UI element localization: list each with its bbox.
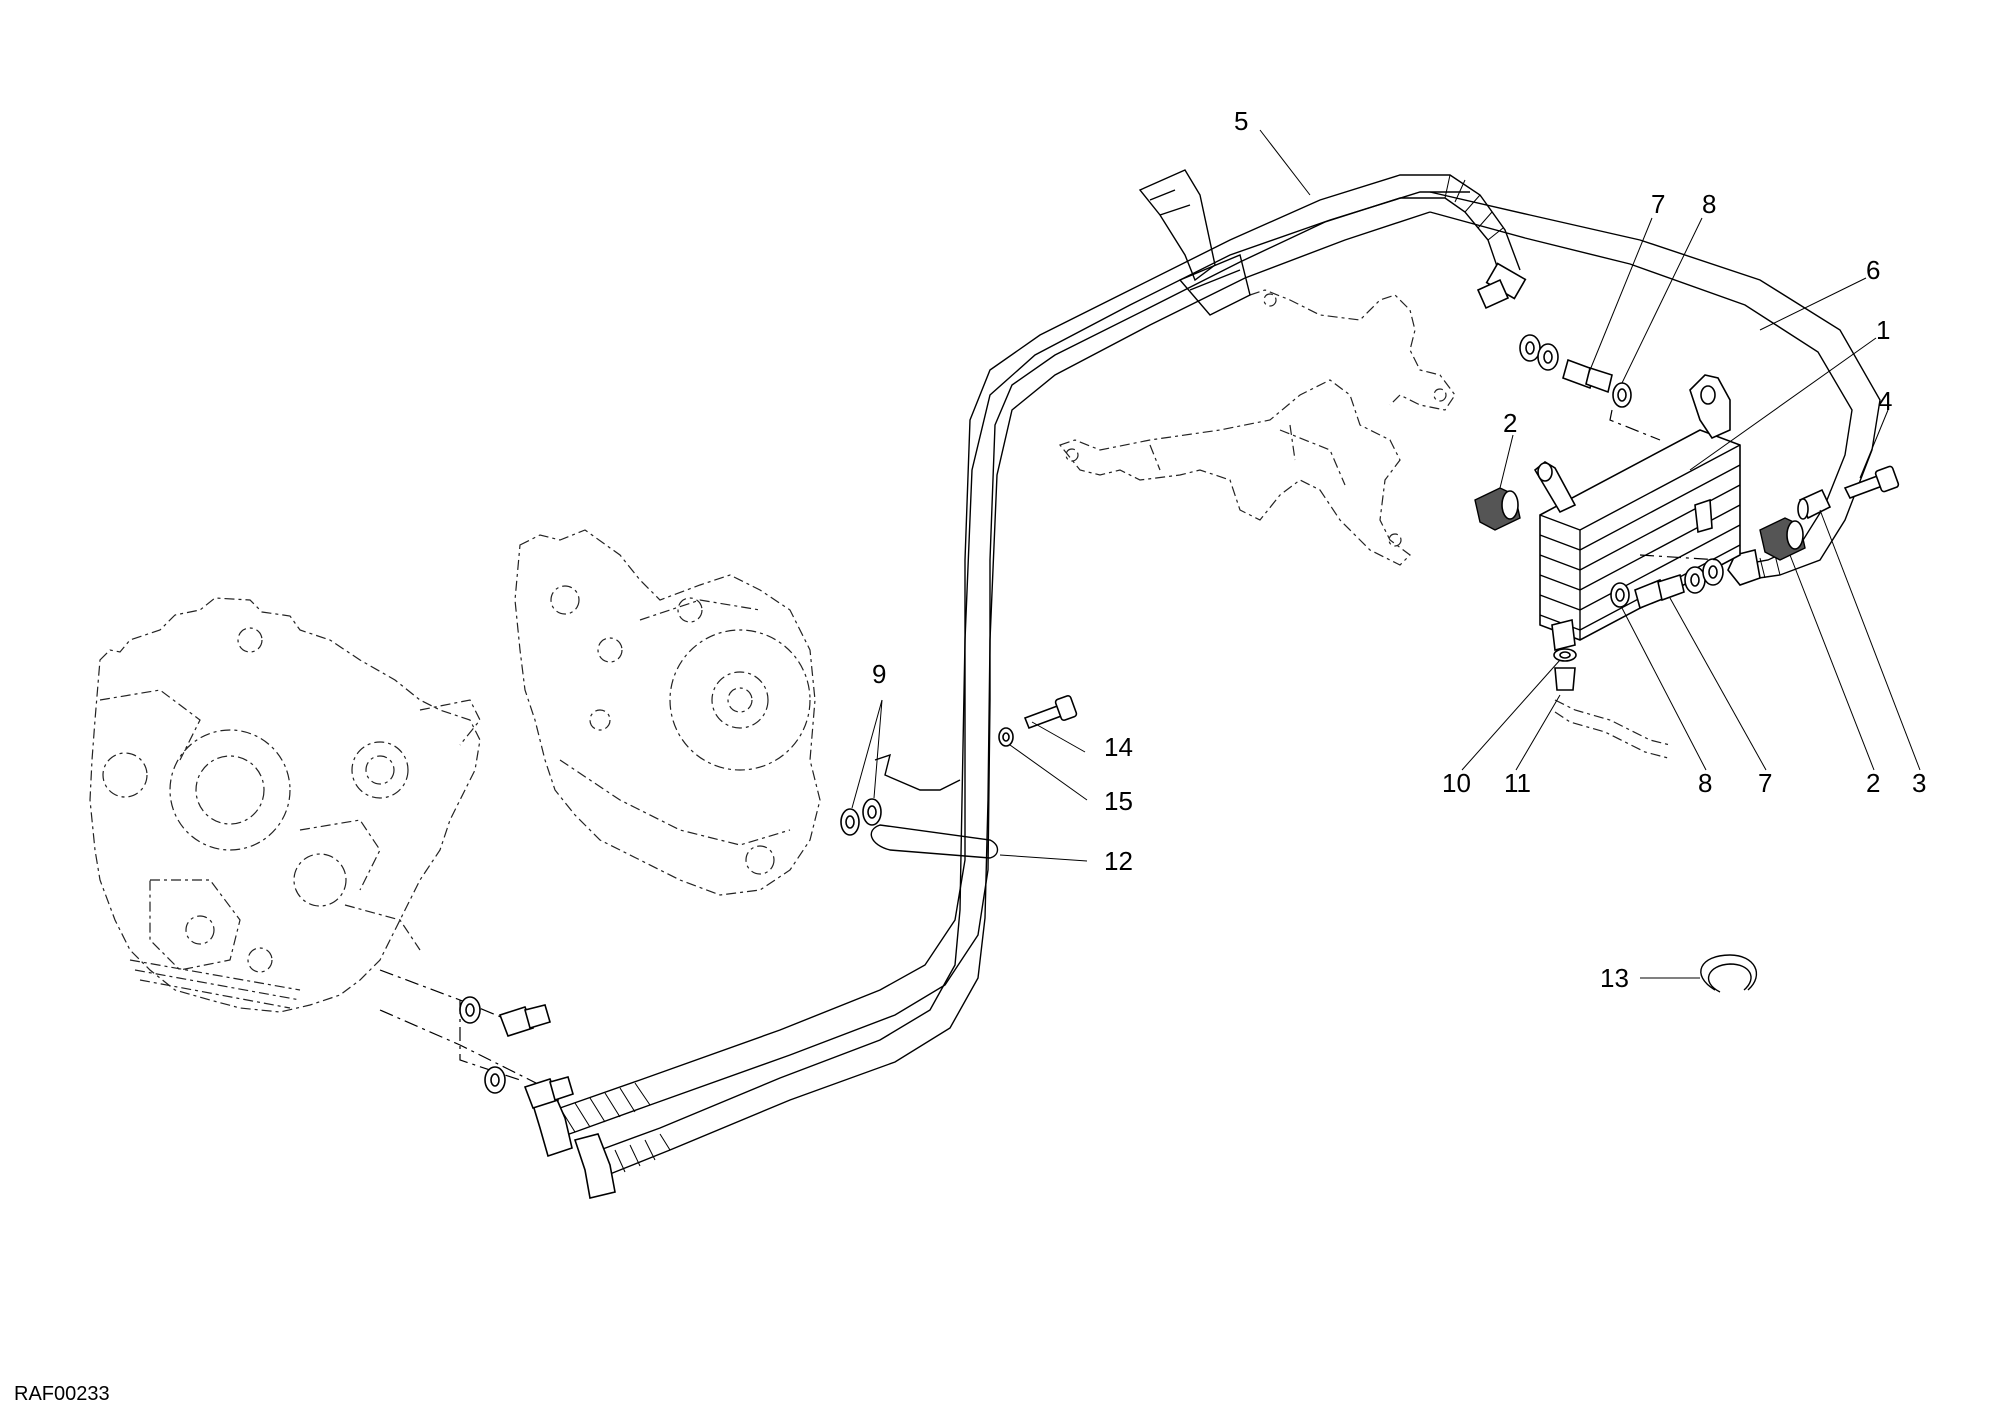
oil-cooler-1	[1533, 374, 1741, 651]
bottom-fittings-10-11	[1553, 648, 1671, 759]
callout-13: 13	[1600, 963, 1629, 993]
callout-labels: 5 7 8 6 1 4 2 9 14 15 12 10 11 8 7 2 3 1…	[872, 106, 1926, 993]
callout-15: 15	[1104, 786, 1133, 816]
crankcase-fittings	[379, 969, 574, 1109]
crankcase-left-half	[89, 597, 481, 1013]
frame-bracket	[1058, 289, 1456, 566]
hose-mount-bracket	[1138, 169, 1251, 316]
callout-8: 8	[1698, 768, 1712, 798]
callout-5: 5	[1234, 106, 1248, 136]
callout-10: 10	[1442, 768, 1471, 798]
lower-union-fittings	[1610, 554, 1724, 610]
spacer-3-bolt-4	[1797, 465, 1900, 520]
callout-12: 12	[1104, 846, 1133, 876]
callout-6: 6	[1866, 255, 1880, 285]
crankcase-right-half	[514, 529, 821, 896]
rubber-grommets-2	[1474, 487, 1806, 561]
upper-union-fittings	[1519, 334, 1661, 441]
callout-4: 4	[1878, 386, 1892, 416]
drawing-code: RAF00233	[14, 1383, 110, 1405]
callout-1: 1	[1876, 315, 1890, 345]
callout-8: 8	[1702, 189, 1716, 219]
callout-14: 14	[1104, 732, 1133, 762]
hose-clip-12	[870, 753, 999, 859]
oil-hose-5	[529, 174, 1527, 1158]
bolt-14-washer-15	[998, 694, 1078, 747]
callout-7: 7	[1651, 189, 1665, 219]
callout-9: 9	[872, 659, 886, 689]
callout-7: 7	[1758, 768, 1772, 798]
leader-lines	[851, 129, 1921, 979]
callout-3: 3	[1912, 768, 1926, 798]
washers-9	[840, 798, 882, 836]
callout-2: 2	[1866, 768, 1880, 798]
oil-hose-6	[573, 191, 1881, 1199]
callout-2: 2	[1503, 408, 1517, 438]
hose-clip-13	[1700, 954, 1758, 993]
callout-11: 11	[1504, 768, 1531, 798]
